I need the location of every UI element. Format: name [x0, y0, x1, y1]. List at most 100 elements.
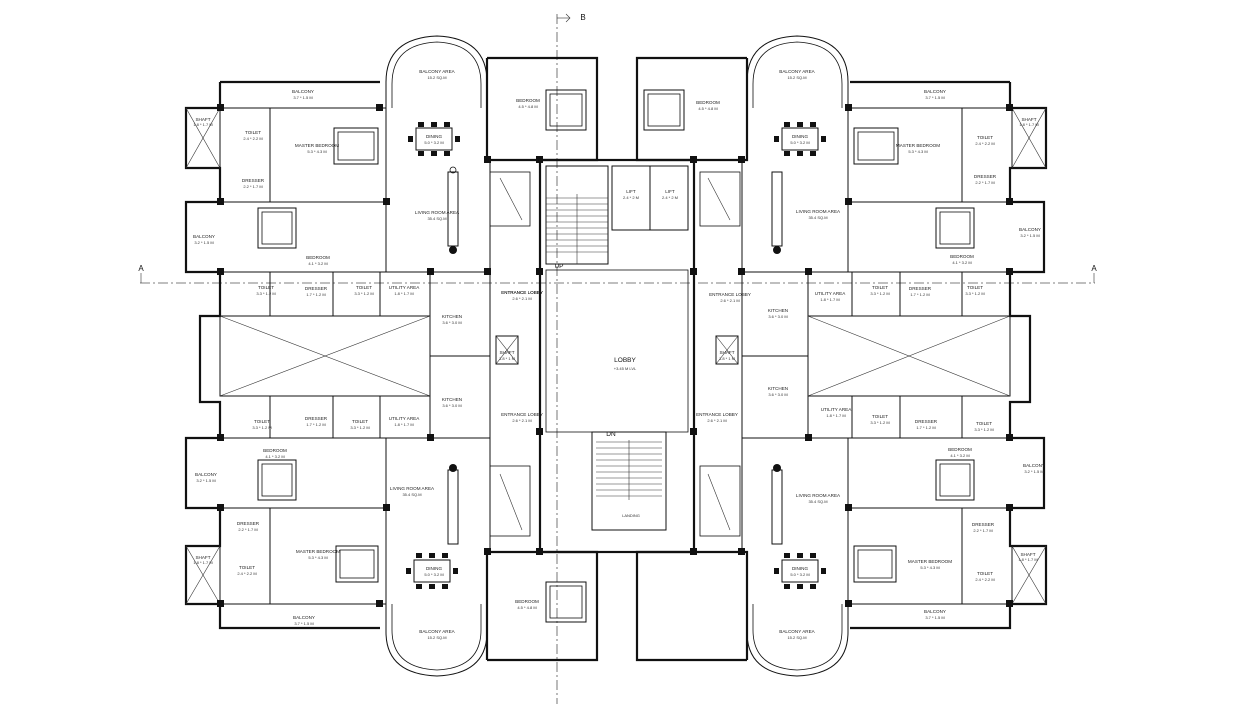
sw-dining-table	[413, 559, 451, 583]
ne-toilet-dim: 2.4 * 2.2 M	[975, 141, 994, 146]
lift1-dim: 2.4 * 2 M	[623, 195, 639, 200]
se-toilet-label: TOILET	[872, 414, 888, 419]
sw-bedroom2-label: BEDROOM	[515, 599, 539, 604]
stair-down	[591, 431, 667, 531]
lift1-label: LIFT	[626, 189, 636, 194]
nw-bed-2	[257, 207, 297, 249]
se-bed-2	[935, 459, 975, 501]
sw-toilet2-label: TOILET	[352, 419, 368, 424]
core-shaft-right-label: SHAFT	[719, 350, 734, 355]
nw-toilet2-label: TOILET	[258, 285, 274, 290]
ne-bedroom2-dim: 4.1 * 3.2 M	[952, 260, 971, 265]
se-toilet3-label: TOILET	[977, 571, 993, 576]
nw-balcony-side-label: BALCONY	[193, 234, 215, 239]
ne-balcony-side-dim: 3.2 * 1.5 M	[1020, 233, 1039, 238]
nw-dining-table	[415, 127, 453, 151]
ne-balcony-top-dim: 3.7 * 1.5 M	[925, 95, 944, 100]
sw-entrance-dim: 2.6 * 2.1 M	[512, 418, 531, 423]
core-shaft-right	[715, 335, 739, 365]
sw-balcony-area-dim: 15.2 SQ.M	[427, 635, 446, 640]
nw-toilet-dim: 2.4 * 2.2 M	[243, 136, 262, 141]
ne-dresser2-dim: 1.7 * 1.2 M	[910, 292, 929, 297]
se-toilet3-dim: 2.4 * 2.2 M	[975, 577, 994, 582]
ne-living-dim: 35.4 SQ.M	[808, 215, 827, 220]
sw-bedroom-label: BEDROOM	[263, 448, 287, 453]
sw-dresser2-label: DRESSER	[237, 521, 260, 526]
se-bedroom-dim: 4.1 * 3.2 M	[950, 453, 969, 458]
nw-labels: BALCONY 3.7 * 1.5 M BALCONY AREA 15.2 SQ…	[193, 69, 543, 325]
se-living-label: LIVING ROOM AREA	[796, 493, 841, 498]
se-balcony-bottom-dim: 3.7 * 1.5 M	[925, 615, 944, 620]
ne-balcony-area-label: BALCONY AREA	[779, 69, 815, 74]
se-balcony-side-dim: 3.2 * 1.5 M	[1024, 469, 1043, 474]
section-a-marker-left: A	[138, 264, 144, 273]
sw-shaft-label: SHAFT	[195, 555, 210, 560]
sw-entrance-label: ENTRANCE LOBBY	[501, 412, 543, 417]
nw-balcony-top-dim: 3.7 * 1.5 M	[293, 95, 312, 100]
sw-dresser-dim: 1.7 * 1.2 M	[306, 422, 325, 427]
ne-toilet3-dim: 3.3 * 1.2 M	[965, 291, 984, 296]
se-bedroom-label: BEDROOM	[948, 447, 972, 452]
nw-entrance-dim: 2.6 * 2.1 M	[512, 296, 531, 301]
nw-dresser-label: DRESSER	[242, 178, 265, 183]
nw-dresser-dim: 2.2 * 1.7 M	[243, 184, 262, 189]
nw-utility-dim: 1.8 * 1.7 M	[394, 291, 413, 296]
se-balcony-side-label: BALCONY	[1023, 463, 1045, 468]
se-utility-dim: 1.8 * 1.7 M	[826, 413, 845, 418]
nw-bedroom2-label: BEDROOM	[306, 255, 330, 260]
sw-shaft-dim: 1.8 * 1.7 M	[193, 560, 212, 565]
stair-down-label: DN	[606, 431, 616, 438]
nw-living-label: LIVING ROOM AREA	[415, 210, 460, 215]
sw-balcony-arc	[385, 604, 488, 677]
se-entrance-label: ENTRANCE LOBBY	[696, 412, 738, 417]
nw-toilet3-dim: 3.3 * 1.2 M	[354, 291, 373, 296]
ne-shaft	[1011, 107, 1047, 169]
nw-living-dim: 35.4 SQ.M	[427, 216, 446, 221]
se-dresser-label: DRESSER	[915, 419, 938, 424]
sw-utility-label: UTILITY AREA	[389, 416, 420, 421]
nw-dining-label: DINING	[426, 134, 443, 139]
se-kitchen-dim: 3.6 * 3.0 M	[768, 392, 787, 397]
sw-dining-dim: 5.0 * 3.2 M	[424, 572, 443, 577]
se-dining-label: DINING	[792, 566, 809, 571]
ne-kitchen-dim: 3.6 * 3.0 M	[768, 314, 787, 319]
sw-utility-dim: 1.8 * 1.7 M	[394, 422, 413, 427]
se-shaft-dim: 1.8 * 1.7 M	[1018, 557, 1037, 562]
sw-living-label: LIVING ROOM AREA	[390, 486, 435, 491]
section-a-marker-right: A	[1091, 264, 1097, 273]
core-shaft-left-dim: 1.8 * 1 M	[499, 356, 515, 361]
nw-dresser2-dim: 1.7 * 1.2 M	[306, 292, 325, 297]
sw-bedroom2-dim: 4.5 * 4.8 M	[517, 605, 536, 610]
se-shaft	[1011, 545, 1047, 605]
nw-shaft	[185, 107, 221, 169]
se-master-bed	[853, 545, 897, 583]
ne-dresser2-label: DRESSER	[909, 286, 932, 291]
nw-entrance-label: ENTRANCE LOBBY	[501, 290, 543, 295]
sw-balcony-side-dim: 3.2 * 1.5 M	[196, 478, 215, 483]
section-lines: B A A	[138, 13, 1097, 704]
ne-master-bed	[853, 127, 899, 165]
ne-utility-label: UTILITY AREA	[815, 291, 846, 296]
nw-bedroom-label: BEDROOM	[516, 98, 540, 103]
nw-balcony-area-label: BALCONY AREA	[419, 69, 455, 74]
lobby	[545, 269, 689, 433]
sw-labels: KITCHEN 3.6 * 3.0 M ENTRANCE LOBBY 2.6 *…	[193, 397, 543, 640]
ne-shaft-label: SHAFT	[1021, 117, 1036, 122]
ne-dining-table	[781, 127, 819, 151]
ne-sofa	[771, 171, 783, 247]
se-toilet2-dim: 3.3 * 1.2 M	[974, 427, 993, 432]
nw-shaft-dim: 1.8 * 1.7 M	[193, 122, 212, 127]
lift2-label: LIFT	[665, 189, 675, 194]
ne-master-label: MASTER BEDROOM	[896, 143, 940, 148]
sw-toilet2-dim: 3.3 * 1.2 M	[350, 425, 369, 430]
nw-bedroom2-dim: 4.1 * 3.2 M	[308, 261, 327, 266]
ne-bed-2	[935, 207, 975, 249]
nw-master-dim: 5.3 * 4.3 M	[307, 149, 326, 154]
sw-balcony-bottom-label: BALCONY	[293, 615, 315, 620]
sw-kitchen-label: KITCHEN	[442, 397, 462, 402]
se-dining-dim: 5.0 * 3.2 M	[790, 572, 809, 577]
ne-living-label: LIVING ROOM AREA	[796, 209, 841, 214]
stair-up-label: UP	[554, 263, 563, 270]
se-shaft-label: SHAFT	[1020, 552, 1035, 557]
